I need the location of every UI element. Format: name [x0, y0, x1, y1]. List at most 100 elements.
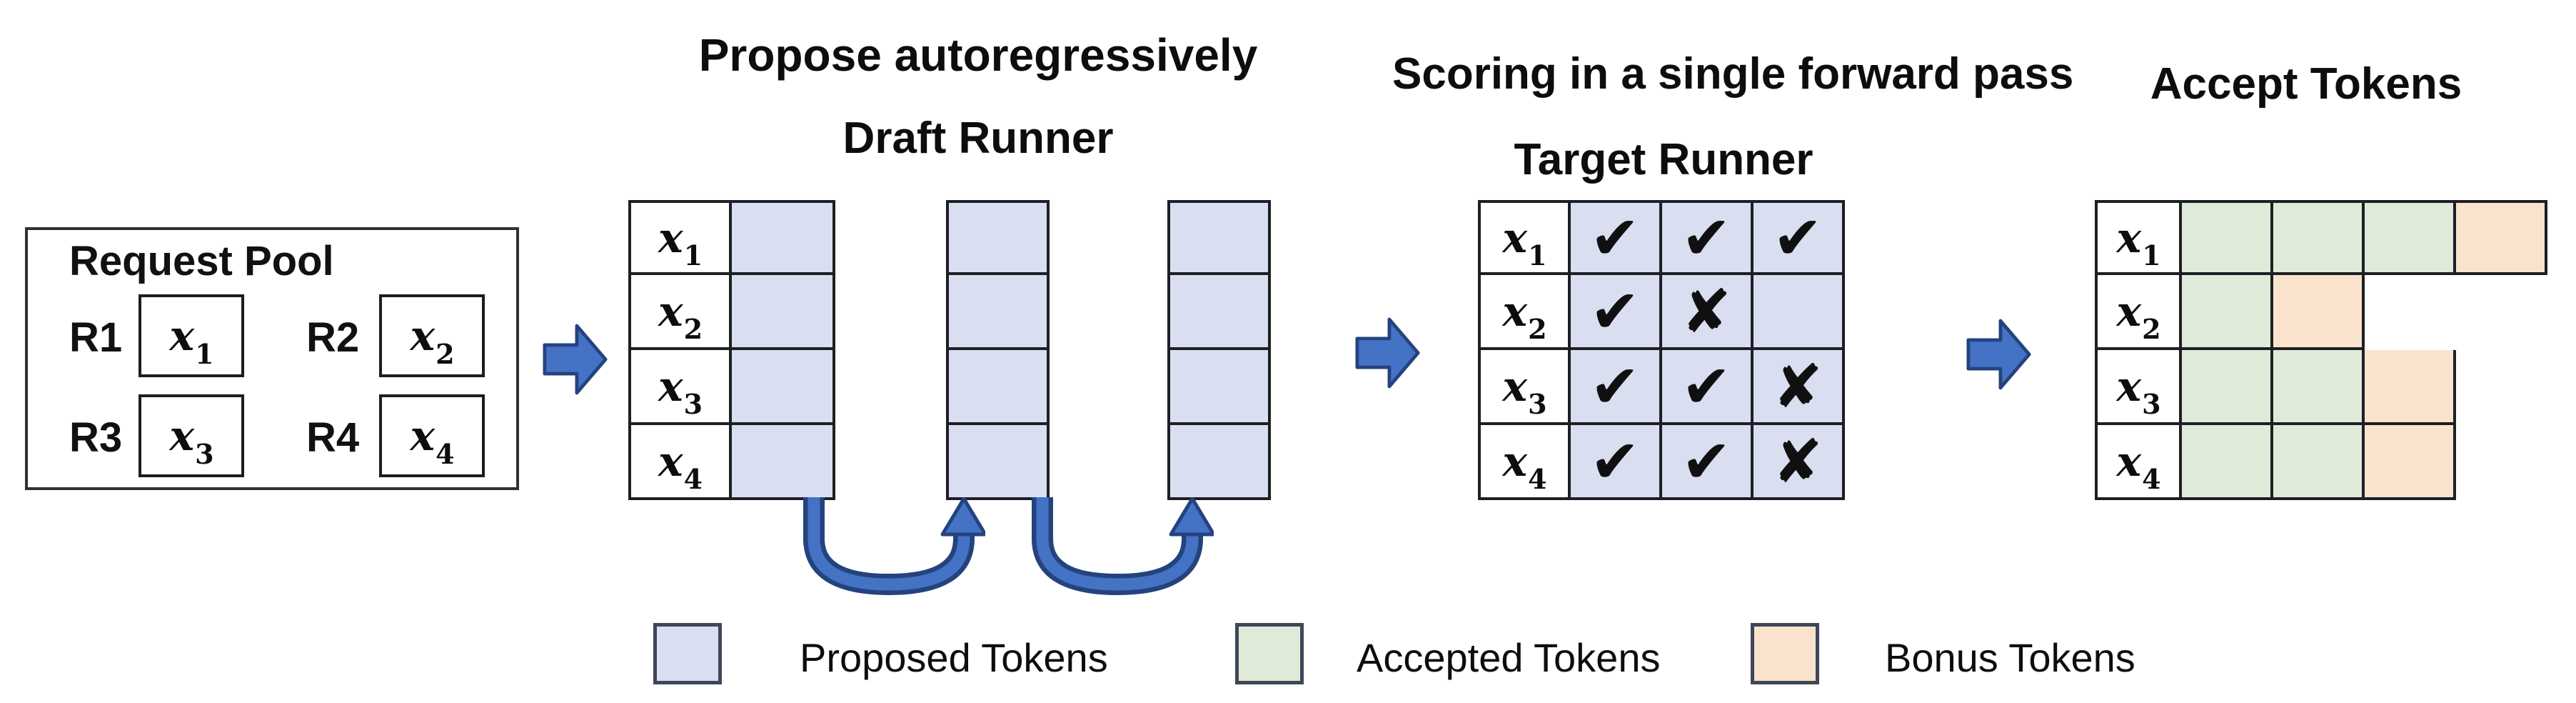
accept-empty-cell: [2456, 350, 2547, 425]
token-label-x3: x3: [169, 412, 214, 470]
token-label-x1: x1: [169, 311, 214, 370]
score-cross-icon: ✘: [1772, 351, 1823, 422]
target-score-cell: ✔: [1754, 200, 1845, 275]
draft-proposed-cell: [946, 350, 1050, 425]
right-block-arrow-target-to-accept: [1966, 319, 2031, 390]
draft-proposed-cell: [732, 275, 835, 350]
accept-row-label: x2: [2095, 275, 2182, 350]
target-score-cell: ✔: [1662, 200, 1754, 275]
accept-accepted-cell: [2273, 200, 2365, 275]
draft-row-label: x1: [628, 200, 732, 275]
legend-accepted-label: Accepted Tokens: [1357, 635, 1661, 680]
score-check-icon: ✔: [1589, 426, 1641, 497]
score-check-icon: ✔: [1589, 202, 1641, 273]
accept-empty-cell: [2456, 425, 2547, 500]
score-check-icon: ✔: [1589, 351, 1641, 422]
accept-bonus-cell: [2365, 350, 2456, 425]
target-score-cell: ✔: [1571, 350, 1662, 425]
score-check-icon: ✔: [1681, 202, 1732, 273]
draft-proposed-cell: [732, 425, 835, 500]
accept-empty-cell: [2365, 275, 2456, 350]
draft-runner-step3-grid: [1167, 200, 1271, 500]
row-token-label: x2: [2116, 286, 2161, 346]
target-score-cell: ✘: [1662, 275, 1754, 350]
target-score-cell: ✘: [1754, 425, 1845, 500]
draft-proposed-cell: [1167, 200, 1271, 275]
legend-proposed-label: Proposed Tokens: [800, 635, 1108, 680]
accept-accepted-cell: [2182, 350, 2273, 425]
row-token-label: x1: [658, 213, 703, 272]
draft-row-label: x3: [628, 350, 732, 425]
accept-empty-cell: [2456, 275, 2547, 350]
accept-bonus-cell: [2365, 425, 2456, 500]
draft-proposed-cell: [946, 425, 1050, 500]
accept-accepted-cell: [2182, 200, 2273, 275]
draft-proposed-cell: [1167, 275, 1271, 350]
right-block-arrow-draft-to-target: [1355, 317, 1420, 389]
accept-bonus-cell: [2273, 275, 2365, 350]
row-token-label: x3: [2116, 362, 2161, 421]
score-cross-icon: ✘: [1681, 276, 1732, 346]
target-runner-scoring-grid: x1✔✔✔x2✔✘x3✔✔✘x4✔✔✘: [1478, 200, 1845, 500]
right-block-arrow-pool-to-draft: [543, 324, 608, 395]
row-token-label: x1: [2116, 213, 2161, 272]
propose-title: Propose autoregressively: [698, 29, 1258, 81]
draft-proposed-cell: [732, 200, 835, 275]
draft-proposed-cell: [732, 350, 835, 425]
accept-tokens-grid: x1 x2 x3 x4: [2095, 200, 2547, 500]
target-row-label: x2: [1478, 275, 1571, 350]
draft-proposed-cell: [1167, 350, 1271, 425]
request-token-box-r1: x1: [139, 294, 244, 377]
target-score-cell: ✘: [1754, 350, 1845, 425]
autoregressive-loop-arrow-2: [1032, 497, 1214, 596]
request-token-box-r3: x3: [139, 394, 244, 477]
accept-accepted-cell: [2365, 200, 2456, 275]
target-score-cell: [1754, 275, 1845, 350]
request-pool-box: Request Pool R1 x1 R2 x2 R3 x3 R4 x4: [25, 227, 519, 490]
target-row-label: x4: [1478, 425, 1571, 500]
request-label-r3: R3: [69, 414, 123, 461]
draft-runner-step2-grid: [946, 200, 1050, 500]
score-check-icon: ✔: [1772, 202, 1823, 273]
draft-runner-title: Draft Runner: [842, 114, 1114, 163]
row-token-label: x4: [2116, 437, 2161, 496]
row-token-label: x3: [658, 362, 703, 421]
target-score-cell: ✔: [1571, 275, 1662, 350]
accept-bonus-cell: [2456, 200, 2547, 275]
request-label-r2: R2: [306, 314, 360, 361]
accept-tokens-title: Accept Tokens: [2150, 59, 2462, 109]
accept-row-label: x4: [2095, 425, 2182, 500]
request-token-box-r2: x2: [379, 294, 485, 377]
row-token-label: x1: [1502, 213, 1547, 272]
draft-proposed-cell: [946, 200, 1050, 275]
token-label-x2: x2: [410, 311, 455, 370]
scoring-title: Scoring in a single forward pass: [1392, 49, 2074, 99]
row-token-label: x4: [658, 437, 703, 496]
score-cross-icon: ✘: [1772, 426, 1823, 497]
token-label-x4: x4: [410, 412, 455, 470]
score-check-icon: ✔: [1681, 351, 1732, 422]
score-check-icon: ✔: [1681, 426, 1732, 497]
draft-proposed-cell: [1167, 425, 1271, 500]
score-check-icon: ✔: [1589, 276, 1641, 346]
autoregressive-loop-arrow-1: [803, 497, 985, 596]
accept-accepted-cell: [2182, 275, 2273, 350]
accept-row-label: x1: [2095, 200, 2182, 275]
legend-proposed-swatch: [653, 623, 722, 684]
target-runner-title: Target Runner: [1514, 135, 1813, 184]
legend-bonus-label: Bonus Tokens: [1885, 635, 2135, 680]
accept-row-label: x3: [2095, 350, 2182, 425]
request-label-r1: R1: [69, 314, 123, 361]
target-score-cell: ✔: [1571, 200, 1662, 275]
accept-accepted-cell: [2182, 425, 2273, 500]
accept-accepted-cell: [2273, 425, 2365, 500]
target-row-label: x1: [1478, 200, 1571, 275]
row-token-label: x3: [1502, 362, 1547, 421]
draft-proposed-cell: [946, 275, 1050, 350]
draft-row-label: x2: [628, 275, 732, 350]
legend-bonus-swatch: [1751, 623, 1819, 684]
target-score-cell: ✔: [1662, 350, 1754, 425]
target-score-cell: ✔: [1571, 425, 1662, 500]
